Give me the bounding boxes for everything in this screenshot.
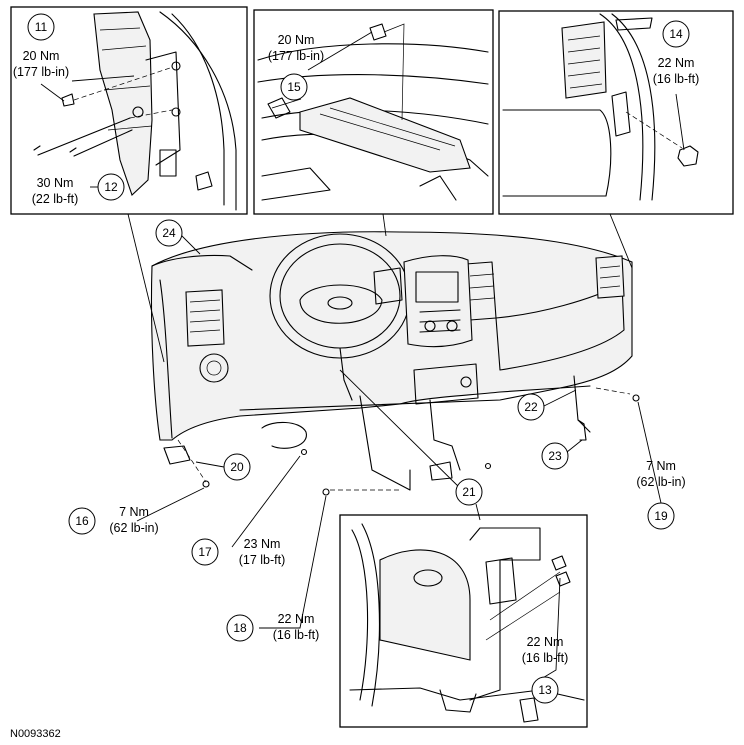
callout-19: 7 Nm (62 lb-in) 19: [636, 459, 686, 530]
detail-box-top-left: [10, 6, 248, 215]
callout-number-11: 11: [35, 20, 48, 34]
callout-circle-20: [223, 453, 251, 481]
callout-21: 21: [455, 478, 483, 506]
torque-imperial-13: (16 lb-ft): [522, 651, 569, 665]
callout-circle-15: [280, 73, 308, 101]
callout-20: 20: [223, 453, 251, 481]
callout-circle-11: [27, 13, 55, 41]
callout-13: 22 Nm (16 lb-ft) 13: [522, 635, 569, 704]
torque-nm-14: 22 Nm: [658, 56, 695, 70]
callout-24: 24: [155, 219, 183, 247]
torque-nm-18: 22 Nm: [278, 612, 315, 626]
callout-12: 30 Nm (22 lb-ft) 12: [32, 173, 125, 206]
torque-imperial-18: (16 lb-ft): [273, 628, 320, 642]
callout-circle-23: [541, 442, 569, 470]
callout-circle-17: [191, 538, 219, 566]
callout-16: 16 7 Nm (62 lb-in): [68, 505, 159, 535]
callout-circle-12: [97, 173, 125, 201]
callout-number-15: 15: [287, 80, 301, 94]
callout-17: 17 23 Nm (17 lb-ft): [191, 537, 286, 567]
callout-circle-21: [455, 478, 483, 506]
callout-22: 22: [517, 393, 545, 421]
callout-14: 14 22 Nm (16 lb-ft): [653, 20, 700, 86]
torque-nm-16: 7 Nm: [119, 505, 149, 519]
callout-circle-14: [662, 20, 690, 48]
detail-box-top-middle: [253, 9, 494, 215]
callout-number-19: 19: [654, 509, 668, 523]
callout-number-22: 22: [524, 400, 538, 414]
torque-nm-17: 23 Nm: [244, 537, 281, 551]
callout-number-23: 23: [548, 449, 562, 463]
torque-nm-15: 20 Nm: [278, 33, 315, 47]
callout-11: 11 20 Nm (177 lb-in): [13, 13, 69, 79]
callout-number-14: 14: [669, 27, 683, 41]
torque-nm-11: 20 Nm: [23, 49, 60, 63]
callout-number-24: 24: [162, 226, 176, 240]
callout-circle-16: [68, 507, 96, 535]
torque-imperial-11: (177 lb-in): [13, 65, 69, 79]
callout-number-20: 20: [230, 460, 244, 474]
callout-number-18: 18: [233, 621, 247, 635]
torque-nm-13: 22 Nm: [527, 635, 564, 649]
callout-number-12: 12: [104, 180, 118, 194]
torque-imperial-15: (177 lb-in): [268, 49, 324, 63]
torque-imperial-17: (17 lb-ft): [239, 553, 286, 567]
callout-circle-18: [226, 614, 254, 642]
torque-imperial-19: (62 lb-in): [636, 475, 685, 489]
callout-number-21: 21: [462, 485, 476, 499]
torque-nm-19: 7 Nm: [646, 459, 676, 473]
callout-18: 18 22 Nm (16 lb-ft): [226, 612, 320, 642]
torque-nm-12: 30 Nm: [37, 176, 74, 190]
figure-id: N0093362: [10, 728, 61, 740]
callout-23: 23: [541, 442, 569, 470]
torque-imperial-14: (16 lb-ft): [653, 72, 700, 86]
callout-number-16: 16: [75, 514, 89, 528]
leader-lines: [40, 31, 685, 680]
callout-circle-22: [517, 393, 545, 421]
torque-imperial-12: (22 lb-ft): [32, 192, 79, 206]
callout-15: 20 Nm (177 lb-in) 15: [268, 33, 324, 101]
callout-circle-19: [647, 502, 675, 530]
callout-circle-24: [155, 219, 183, 247]
detail-box-top-right: [498, 10, 734, 215]
callout-number-13: 13: [538, 683, 552, 697]
callout-circle-13: [531, 676, 559, 704]
callout-number-17: 17: [198, 545, 212, 559]
torque-imperial-16: (62 lb-in): [109, 521, 158, 535]
